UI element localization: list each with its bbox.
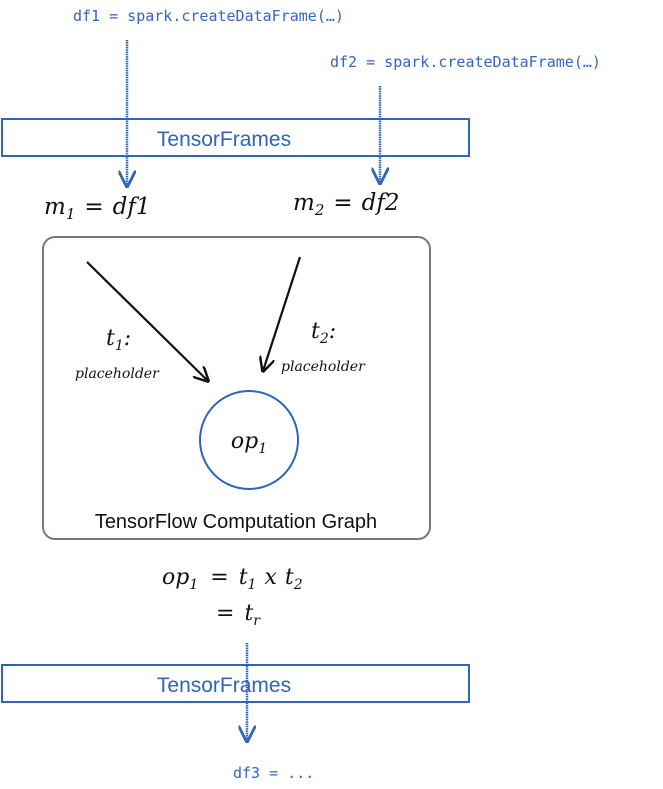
eq-a: t	[239, 565, 248, 590]
eq-equals-1: =	[210, 565, 228, 590]
eq-lhs: op	[162, 565, 189, 590]
op-subscript: 1	[258, 441, 267, 457]
df3-code: df3 = ...	[233, 764, 314, 782]
eq-a-sub: 1	[248, 577, 257, 593]
df2-code: df2 = spark.createDataFrame(…)	[330, 53, 601, 71]
op-node-label: op1	[231, 429, 267, 457]
df1-code: df1 = spark.createDataFrame(…)	[73, 7, 344, 25]
graph-caption: TensorFlow Computation Graph	[95, 511, 377, 533]
t2-label: t2:	[311, 319, 336, 347]
t1-label: t1:	[106, 326, 131, 354]
equation-line-2: = tr	[216, 601, 261, 629]
eq-result: t	[244, 601, 253, 626]
m1-equals: =	[84, 194, 103, 220]
t2-placeholder: placeholder	[281, 359, 366, 375]
t1-subscript: 1	[115, 338, 124, 354]
eq-b-sub: 2	[293, 577, 303, 593]
m1-rhs: df1	[113, 194, 151, 220]
t2-subscript: 2	[319, 331, 329, 347]
tensorframes-box-top	[1, 118, 470, 157]
m1-name: m	[44, 194, 66, 220]
t1-placeholder: placeholder	[75, 366, 160, 382]
eq-times: x	[264, 565, 277, 590]
t2-colon: :	[329, 319, 336, 344]
t1-name: t	[106, 326, 115, 351]
m1-mapping: m1 = df1	[44, 194, 151, 223]
eq-equals-2: =	[216, 601, 234, 626]
t2-name: t	[311, 319, 320, 344]
op-name: op	[231, 429, 258, 454]
eq-b: t	[285, 565, 294, 590]
t1-colon: :	[124, 326, 131, 351]
tensorframes-label-bottom: TensorFrames	[157, 674, 291, 697]
m2-rhs: df2	[362, 190, 400, 216]
tensorframes-label-top: TensorFrames	[157, 128, 291, 151]
m2-subscript: 2	[314, 201, 325, 219]
m2-equals: =	[333, 190, 352, 216]
eq-lhs-sub: 1	[189, 577, 198, 593]
tensorframes-box-bottom	[1, 664, 470, 703]
op-node	[199, 390, 299, 490]
m1-subscript: 1	[66, 205, 76, 223]
t1-edge	[86, 261, 208, 381]
m2-mapping: m2 = df2	[293, 190, 400, 219]
t2-edge	[263, 256, 302, 371]
eq-result-sub: r	[253, 613, 261, 629]
m2-name: m	[293, 190, 315, 216]
tensorflow-graph-box	[42, 236, 431, 540]
